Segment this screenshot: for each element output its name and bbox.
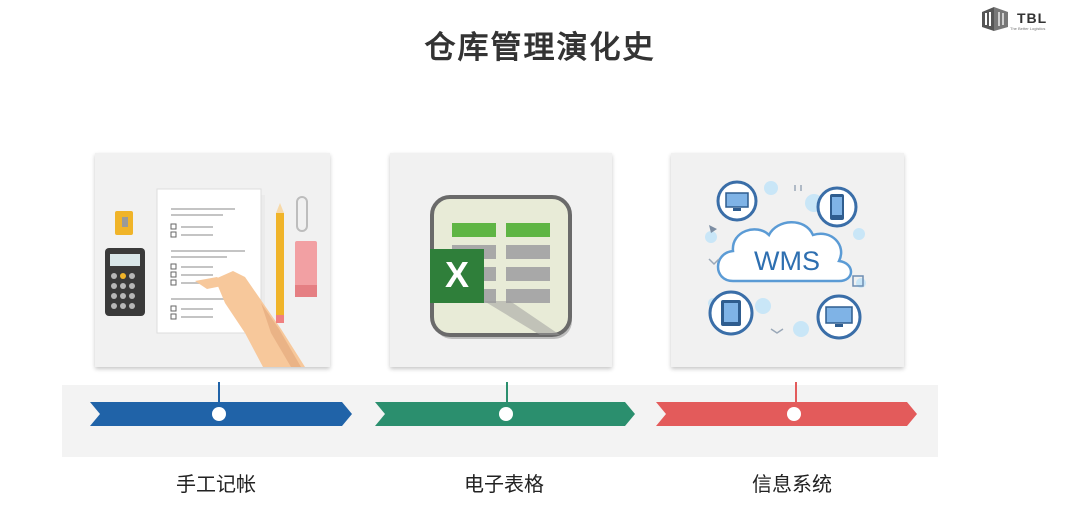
paper-ledger-icon bbox=[105, 188, 317, 367]
stage-card-manual bbox=[95, 153, 330, 367]
logo-text: TBL bbox=[1017, 10, 1048, 26]
timeline-arrow-wms bbox=[656, 402, 917, 426]
tbl-logo: TBL The Better Logistics bbox=[980, 4, 1076, 36]
wms-label: WMS bbox=[754, 246, 820, 276]
stage-label-manual: 手工记帐 bbox=[176, 472, 256, 496]
excel-x-glyph: X bbox=[445, 254, 469, 295]
milestone-dot bbox=[499, 407, 513, 421]
slide-title: 仓库管理演化史 bbox=[424, 30, 656, 66]
stage-label-spreadsheet: 电子表格 bbox=[464, 472, 544, 496]
milestone-dot bbox=[787, 407, 801, 421]
stage-card-wms: WMS bbox=[671, 153, 904, 367]
stage-card-spreadsheet: X bbox=[390, 153, 612, 367]
tbl-logo-icon bbox=[982, 7, 1008, 31]
spreadsheet-icon: X bbox=[430, 195, 572, 339]
logo-tagline: The Better Logistics bbox=[1010, 26, 1046, 31]
wms-network-icon: WMS bbox=[705, 180, 866, 340]
stage-label-wms: 信息系统 bbox=[752, 472, 832, 496]
milestone-dot bbox=[212, 407, 226, 421]
